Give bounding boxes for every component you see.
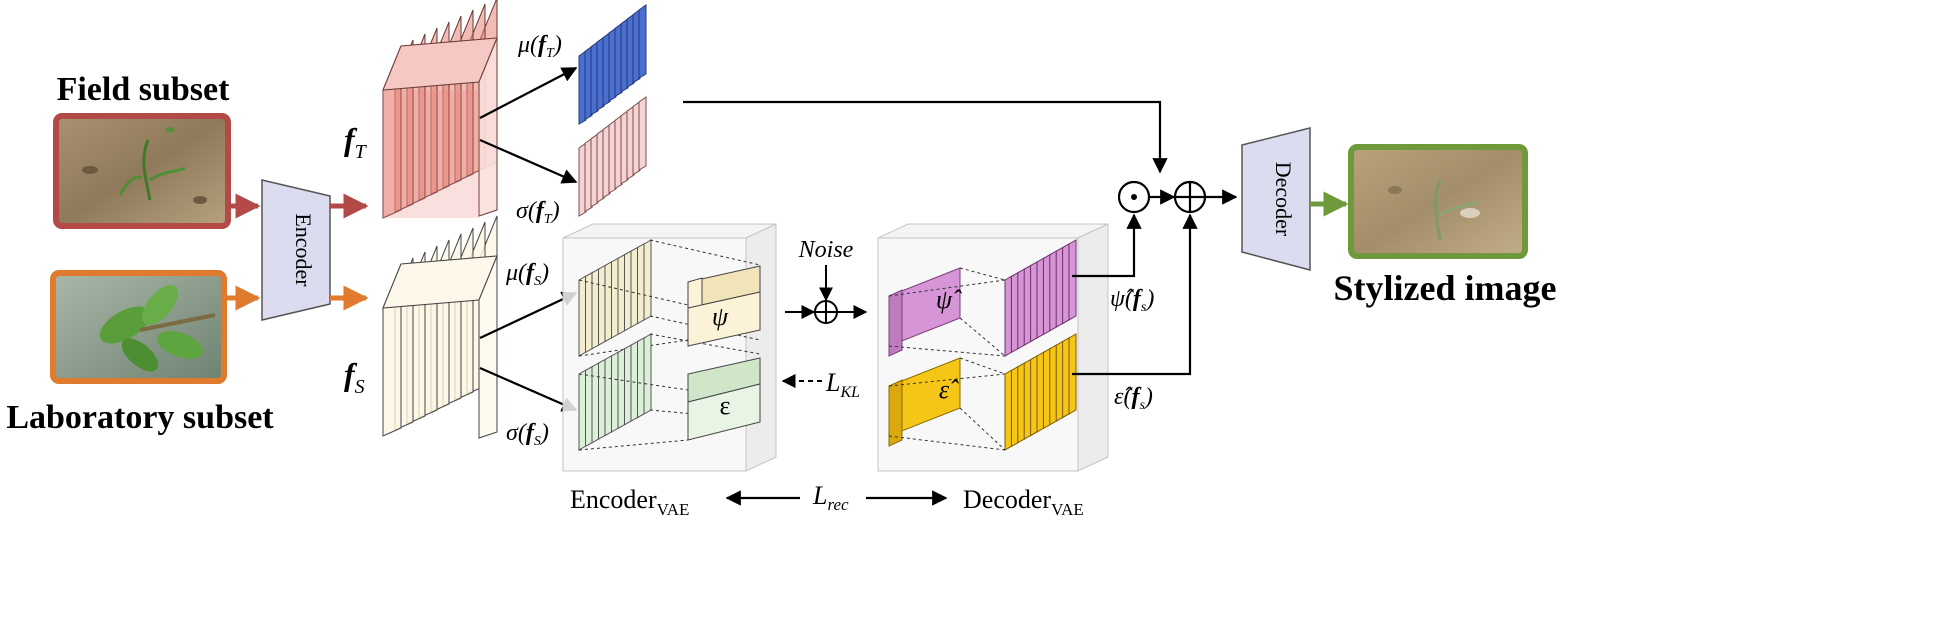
lrec-label: Lrec [812, 481, 849, 514]
decoder-block: Decoder [1241, 127, 1311, 271]
epsilon-block [687, 357, 761, 441]
stylized-image-label: Stylized image [1334, 268, 1557, 308]
field-subset-label: Field subset [57, 71, 231, 108]
fT-to-mu-arrow [479, 67, 578, 119]
psi-label: ψ [712, 302, 729, 331]
sigma-fT-block [578, 96, 647, 217]
field-image [53, 113, 231, 229]
fT-label: fT [344, 121, 368, 163]
eps-hat-to-oplus-line [1072, 213, 1198, 376]
fT-to-sigma-arrow [479, 138, 578, 184]
sigma-fS-label: σ(fS) [506, 420, 549, 449]
encoder-label: Encoder [291, 213, 316, 287]
psi-hat-to-odot-line [1072, 213, 1142, 278]
multiply-icon [1117, 180, 1151, 214]
add-icon [1173, 180, 1207, 214]
mu-fT-block [578, 4, 647, 125]
fS-to-mu-arrow [479, 291, 578, 339]
epsilon-label: ε [720, 391, 731, 420]
mu-fT-label: μ(fT) [517, 32, 562, 61]
mu-fS-label: μ(fS) [505, 260, 549, 289]
fS-label: fS [344, 356, 365, 398]
fS-to-sigma-arrow [479, 366, 578, 412]
psi-hat-fs-label: ψ̂(fs) [1110, 286, 1154, 315]
stylized-image [1348, 144, 1528, 259]
lkl-label: LKL [825, 368, 860, 401]
encoder-vae-label: EncoderVAE [570, 485, 689, 519]
style-path-line [683, 100, 1168, 174]
sigma-fS-block [578, 333, 761, 451]
decoder-vae-label: DecoderVAE [963, 485, 1084, 519]
mu-fS-block [578, 239, 761, 357]
fS-feature-stack [382, 215, 498, 439]
noise-label: Noise [798, 237, 854, 263]
sigma-fT-label: σ(fT) [516, 198, 560, 227]
psi-hat-out-block [888, 239, 1077, 357]
laboratory-subset-label: Laboratory subset [6, 399, 274, 436]
noise-add-icon [814, 300, 838, 324]
decoder-label: Decoder [1271, 162, 1296, 237]
psi-block [687, 265, 761, 347]
laboratory-image [50, 270, 227, 384]
eps-hat-fs-label: ε̂(fs) [1114, 384, 1153, 413]
encoder-block: Encoder [261, 179, 331, 321]
fT-feature-stack [382, 0, 498, 219]
eps-hat-out-block [888, 333, 1077, 451]
